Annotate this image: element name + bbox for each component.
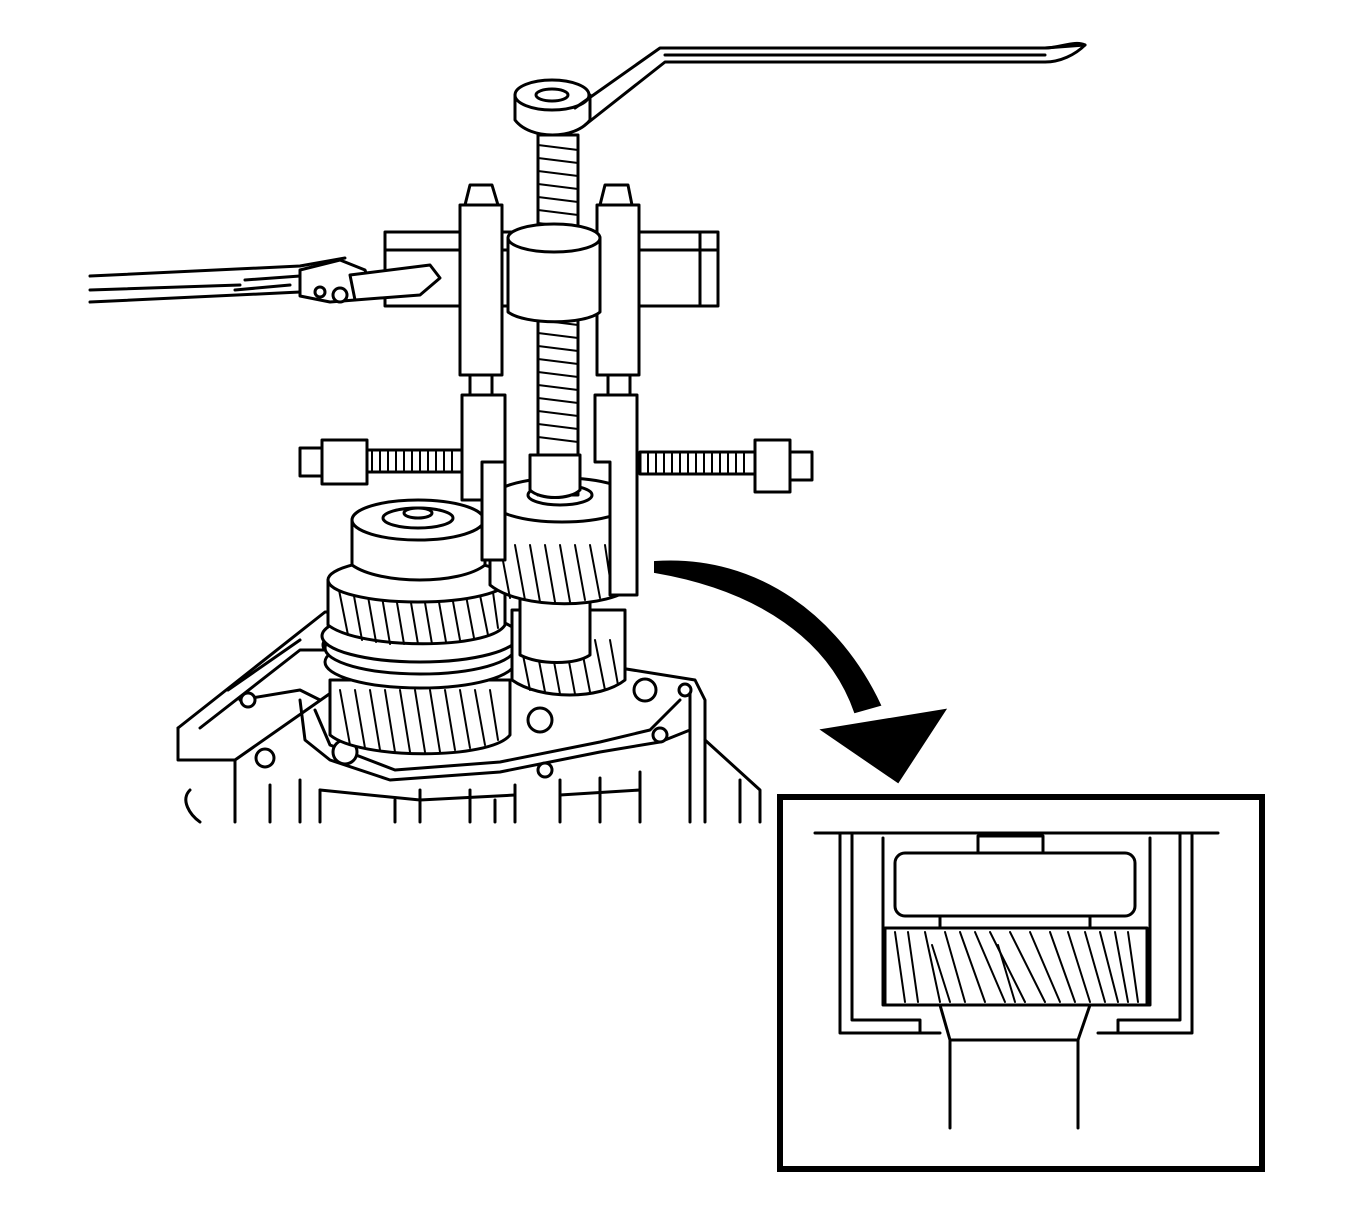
inset-gear-teeth xyxy=(894,931,1139,1003)
forcing-screw-threads xyxy=(537,144,579,443)
puller-legs xyxy=(458,183,641,597)
separator-thread-right xyxy=(647,451,745,475)
mainshaft-gear-cluster xyxy=(320,498,520,756)
puller-forcing-screw xyxy=(506,78,602,499)
separator-thread-left xyxy=(371,449,453,473)
transmission-case xyxy=(176,610,762,824)
detail-inset xyxy=(777,794,1265,1172)
callout-arrow xyxy=(654,560,948,784)
lower-gear-teeth xyxy=(339,689,499,753)
ratchet-wrench xyxy=(88,256,442,304)
puller-handle-bar xyxy=(573,41,1087,127)
